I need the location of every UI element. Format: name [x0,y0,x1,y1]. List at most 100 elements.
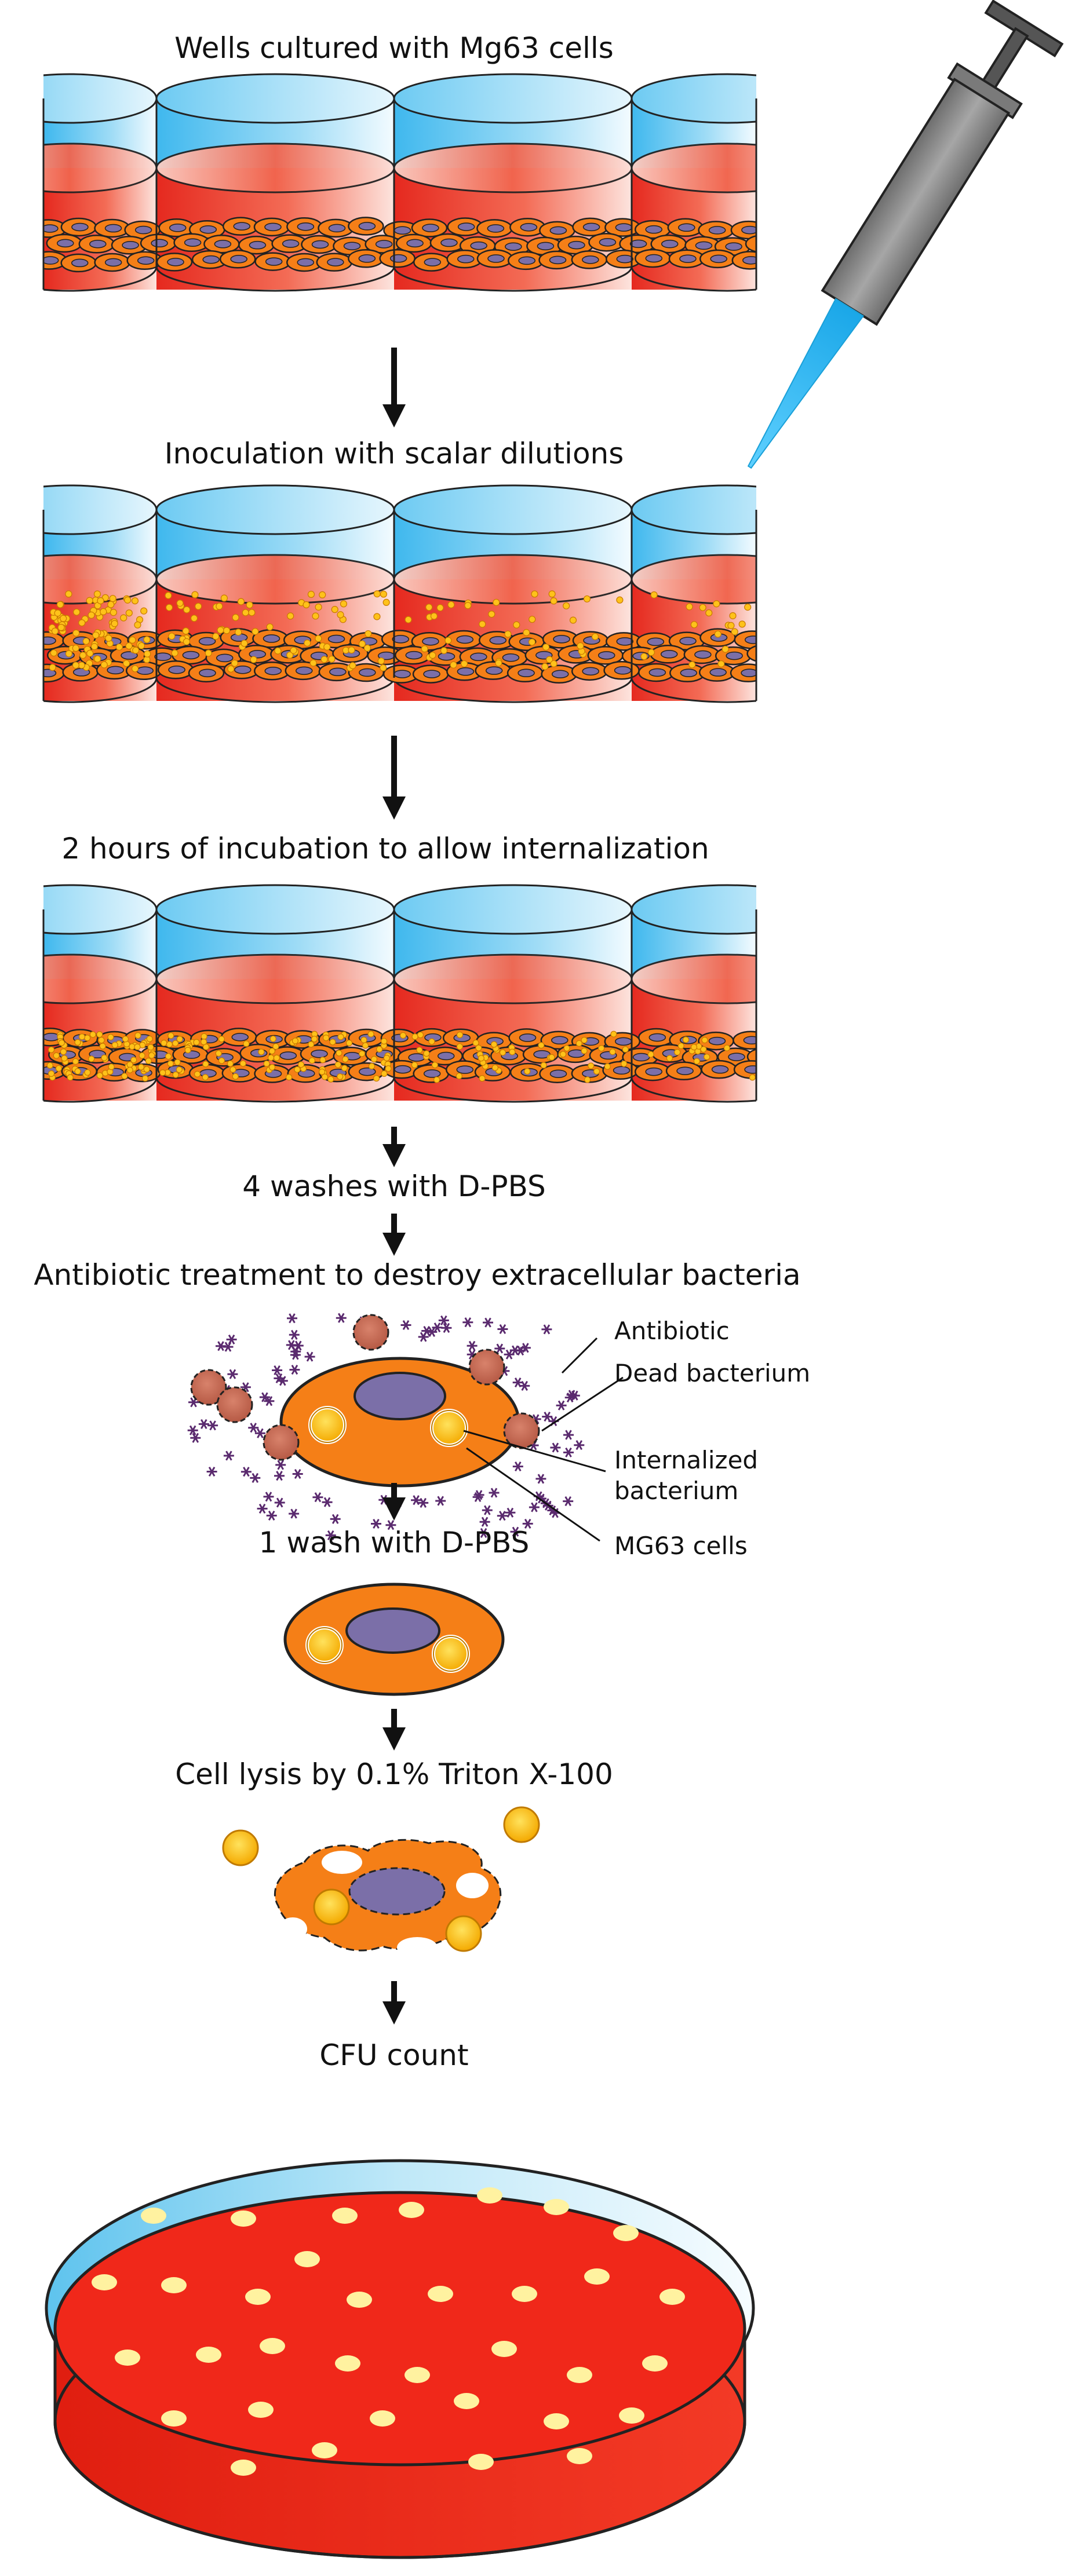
bacterium [693,1058,701,1065]
bacterium [308,1057,316,1064]
leader-antibiotic [561,1337,598,1374]
bacterium [538,1042,545,1049]
bacterium [610,1031,617,1037]
nucleus [741,668,756,677]
antibiotic-star-icon [522,1518,533,1529]
nucleus [182,651,200,660]
wells-row-cultured [42,73,757,292]
nucleus [470,652,487,662]
released-bacterium [313,1888,350,1925]
antibiotic-star-icon [274,1373,285,1383]
bacterium [54,609,61,617]
bacterium [690,621,698,629]
cell-layer [43,217,756,273]
step-washes-label: 4 washes with D-PBS [242,1170,546,1203]
nucleus [456,635,474,644]
antibiotic-star-icon [494,1343,505,1354]
antibiotic-star-icon [563,1496,574,1507]
nucleus [343,242,361,250]
bacterium [444,637,452,644]
bacterium [699,604,706,611]
bacterium [399,1032,407,1039]
colony [454,2393,479,2409]
bacterium [218,1036,225,1043]
antibiotic-star-icon [336,1313,347,1323]
colony [92,2274,117,2290]
colony [248,2402,274,2418]
bacterium [60,615,67,622]
bacterium [436,604,444,612]
bacterium [491,1064,498,1071]
legend-antibiotic: Antibiotic [614,1317,730,1345]
nucleus [485,666,503,675]
nucleus [233,222,251,231]
antibiotic-star-icon [190,1433,201,1443]
nucleus [297,258,315,267]
bacterium [744,604,752,611]
bacterium [122,1036,129,1043]
bacterium [120,614,127,622]
bacterium [137,642,145,649]
washed-cell [283,1583,505,1696]
antibiotic-star-icon [289,1508,300,1519]
nucleus [660,650,678,659]
nucleus [520,222,538,232]
bacterium [125,642,133,650]
bacterium [78,619,86,627]
bacterium [53,1052,60,1059]
antibiotic-star-icon [275,1460,286,1470]
bacterium [373,590,381,598]
colony [544,2199,569,2215]
bacterium [121,1073,128,1080]
nucleus [710,254,727,264]
nucleus [456,1065,474,1074]
nucleus [661,239,679,249]
bacterium [56,601,64,608]
colonies [92,2187,685,2476]
bacterium [51,627,59,635]
nucleus [487,254,505,263]
bacterium [513,621,520,629]
antibiotic-star-icon [497,1324,508,1335]
antibiotic-star-icon [400,1320,411,1331]
colony [231,2460,256,2476]
mg63-cell [746,645,756,662]
bacterium [499,1049,506,1056]
nucleus [184,238,202,247]
antibiotic-star-icon [254,1428,265,1438]
antibiotic-star-icon [563,1447,574,1457]
nucleus [519,1033,537,1042]
bacterium [242,609,249,616]
bacterium [183,638,190,645]
antibiotic-star-icon [290,1350,301,1360]
bacterium [297,1061,305,1068]
petri-dish [45,2159,755,2559]
nucleus [743,1036,756,1045]
antibiotic-star-icon [435,1496,446,1506]
nucleus [502,653,520,662]
syringe-icon [747,0,1064,469]
bacterium [67,1074,74,1081]
bacterium [82,637,90,645]
bacterium [171,649,178,657]
bacterium [548,590,556,598]
bacterium [588,1062,595,1069]
step-inoculation-label: Inoculation with scalar dilutions [165,437,624,470]
nucleus [394,1065,411,1074]
nucleus [648,668,666,677]
nucleus [104,258,122,267]
nucleus [487,224,505,233]
bacterium [165,604,173,611]
bacterium [291,1037,299,1044]
bacterium [319,1057,326,1064]
antibiotic-star-icon [482,1505,493,1515]
bacterium [97,597,104,605]
bacterium [268,1064,276,1071]
nucleus [582,222,600,232]
bacterium [381,1037,388,1045]
bacterium [367,1031,374,1037]
bacterium [223,627,231,634]
bacterium [107,1033,114,1041]
bacterium [475,1044,482,1051]
bacterium [96,1031,103,1038]
